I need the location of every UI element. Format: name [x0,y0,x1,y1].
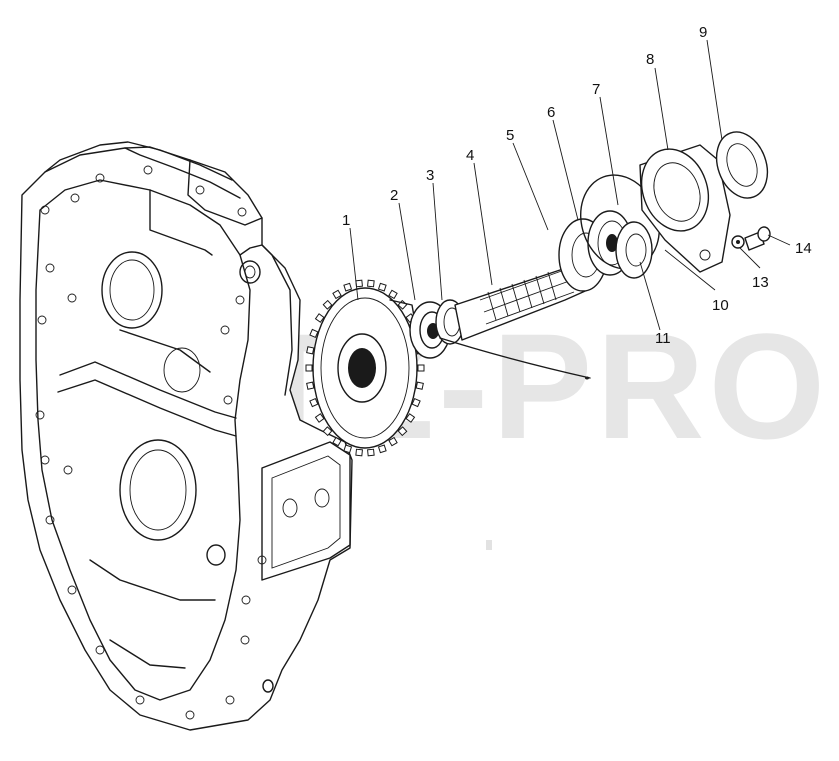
gear-tooth [405,413,416,423]
gear-tooth [377,444,387,454]
callout-9: 9 [699,24,707,41]
gear-tooth [306,346,315,355]
callout-6: 6 [547,104,555,121]
gear-tooth [322,426,333,437]
gear-tooth [367,279,375,288]
cap-9 [715,131,769,199]
gear-tooth [332,289,342,300]
gear-tooth [314,313,325,323]
bearing-cover [639,144,731,273]
gear-tooth [388,289,398,300]
washer-13 [731,235,745,249]
callout-5: 5 [506,127,514,144]
callout-2: 2 [390,187,398,204]
gear-tooth [397,426,408,437]
callout-3: 3 [426,167,434,184]
callout-8: 8 [646,51,654,68]
callout-11: 11 [655,330,671,347]
seal-11 [615,221,653,279]
gear-tooth [322,299,333,310]
gearbox-housing [19,141,353,731]
callout-14: 14 [795,240,812,257]
gear-tooth [417,364,425,372]
gear-tooth [411,397,421,408]
gear-tooth [367,448,375,457]
callout-13: 13 [752,274,769,291]
gear-tooth [306,381,315,390]
gear-tooth [314,413,325,423]
gear-tooth [388,436,398,447]
bolt-14 [744,226,771,251]
gear-tooth [343,282,353,292]
callout-labels: 1 2 3 4 5 6 7 8 9 10 11 13 14 [342,24,812,347]
gear-tooth [377,282,387,292]
gear-tooth [415,381,424,390]
leader-lines [349,39,791,331]
callout-10: 10 [712,297,729,314]
splined-shaft [439,263,593,379]
gear-tooth [355,448,363,457]
callout-4: 4 [466,147,474,164]
callout-7: 7 [592,81,600,98]
gear-tooth [332,436,342,447]
callout-1: 1 [342,212,350,229]
gear-tooth [309,397,319,408]
gear-tooth [305,364,313,372]
gear-tooth [343,444,353,454]
gear-tooth [309,328,319,339]
